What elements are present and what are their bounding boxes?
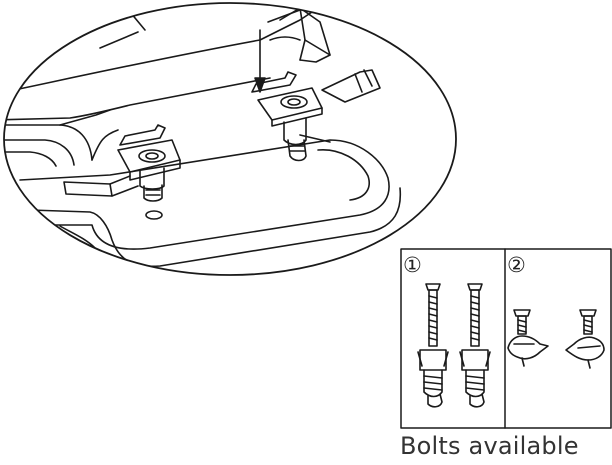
left-hinge-bracket [63, 124, 181, 220]
bolts-frame [400, 248, 612, 429]
panel-1-number: ① [403, 253, 422, 277]
wing-bolt-right [565, 309, 605, 369]
long-bolt-right [459, 283, 491, 408]
bolts-caption: Bolts available [400, 432, 579, 460]
wing-bolt-left [507, 309, 549, 367]
long-bolt-left [417, 283, 449, 408]
magnified-seat-view [3, 2, 457, 276]
right-hinge-bracket [251, 69, 381, 162]
panel-2-number: ② [507, 253, 526, 277]
direction-arrow [254, 29, 266, 93]
hinge-block [267, 7, 331, 63]
bowl-rim [19, 134, 402, 268]
magnifier-lens [3, 2, 457, 276]
bolts-figure: ① ② [400, 248, 612, 429]
